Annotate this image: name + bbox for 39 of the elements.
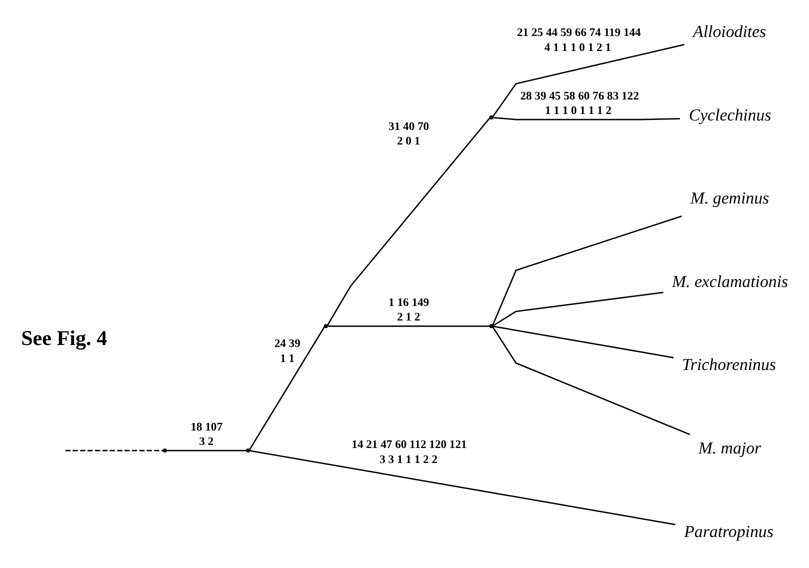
edge-label: 18 107 — [190, 420, 222, 434]
node-text: M. geminus — [690, 188, 770, 208]
edge-label: 14 21 47 60 112 120 121 — [352, 438, 467, 452]
node-text: M. exclamationis — [672, 272, 788, 291]
label: 1 1 1 0 1 1 1 2 — [544, 104, 612, 118]
connector — [250, 450, 676, 526]
node-point — [489, 324, 494, 328]
edge-label: 1 16 149 — [388, 296, 430, 309]
edge-label: 31 40 70 — [388, 120, 430, 133]
connector — [492, 44, 684, 118]
edge-label: 24 39 — [274, 337, 300, 350]
label: 4 1 1 1 0 1 2 1 — [544, 40, 612, 54]
edge-label: 21 25 44 59 66 74 119 144 — [517, 26, 641, 40]
label: 2 0 1 — [396, 134, 420, 148]
node-text: Trichoreninus — [682, 355, 776, 374]
connector — [326, 118, 490, 326]
node-point — [162, 448, 167, 453]
label: 3 2 — [199, 435, 214, 448]
node-point — [489, 115, 494, 120]
node-text: M. major — [698, 438, 762, 458]
connector — [492, 216, 682, 326]
connector — [492, 326, 690, 436]
connector — [65, 450, 164, 452]
connector — [492, 116, 680, 120]
node-text: Alloiodites — [693, 22, 766, 42]
connector — [492, 326, 674, 358]
label: See Fig. 4 — [21, 326, 108, 350]
connector — [249, 326, 325, 450]
node-text: Paratropinus — [684, 522, 774, 541]
edge-label: 28 39 45 58 60 76 83 122 — [520, 89, 639, 102]
connector — [166, 450, 246, 452]
connector — [492, 292, 664, 326]
label: 1 1 — [280, 352, 295, 365]
label: 3 3 1 1 1 2 2 — [380, 452, 438, 466]
label: 2 1 2 — [396, 310, 420, 324]
node-point — [324, 324, 328, 328]
connector — [327, 325, 490, 327]
node-point — [246, 448, 250, 453]
node-text: Cyclechinus — [688, 105, 772, 124]
